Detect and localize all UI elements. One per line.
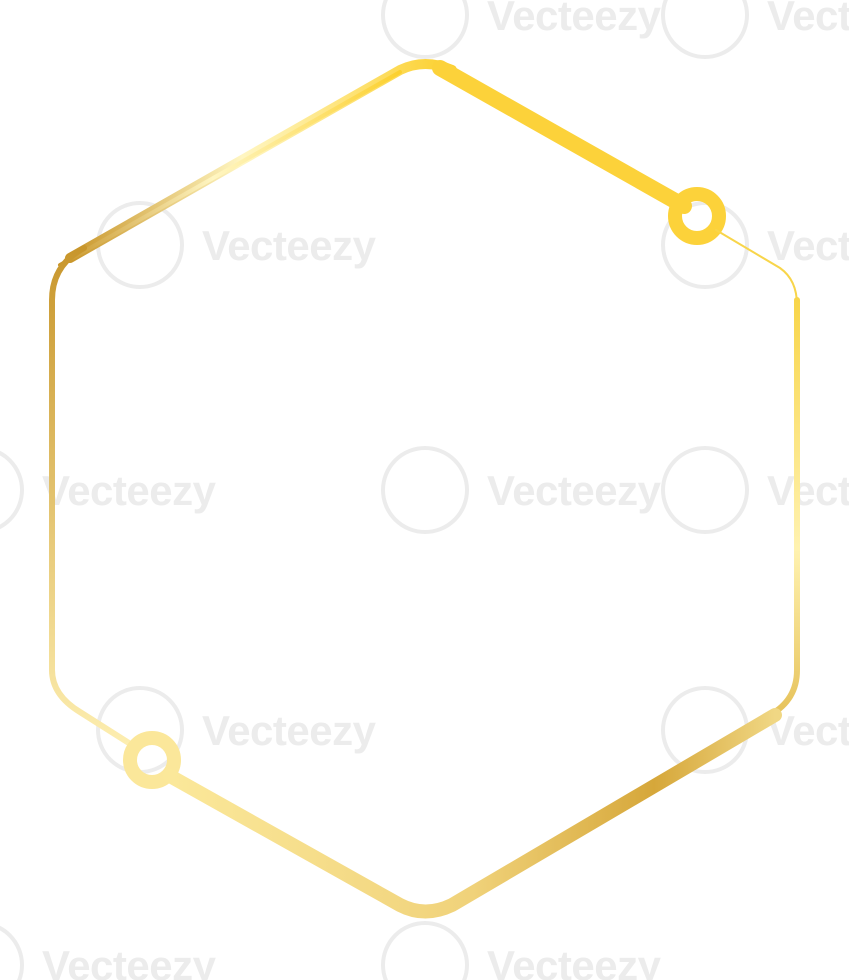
watermark-text: Vecteezy (42, 467, 217, 514)
watermark-logo-icon (661, 446, 749, 534)
watermark-stamp: Vecteezy (661, 0, 849, 59)
watermark-text: Vecteezy (42, 942, 217, 980)
watermark-stamp: Vecteezy (381, 446, 662, 534)
watermark-text: Vecteezy (487, 0, 662, 39)
watermark-stamp: Vecteezy (661, 201, 849, 289)
node-bottom-left-icon (123, 731, 181, 789)
frame-edge-top-right (432, 60, 692, 214)
watermark-logo-icon (381, 446, 469, 534)
watermark-logo-icon (0, 450, 24, 530)
watermark-text: Vecteezy (487, 467, 662, 514)
watermark-text: Vecteezy (767, 467, 849, 514)
watermark-logo-icon (381, 0, 469, 59)
watermark-stamp: Vecteezy (0, 925, 217, 980)
watermark-text: Vecteezy (202, 707, 377, 754)
watermark-stamp: Vecteezy (0, 450, 217, 530)
watermark-stamp: Vecteezy (96, 201, 377, 289)
watermark-text: Vecteezy (767, 222, 849, 269)
watermark-text: Vecteezy (767, 0, 849, 39)
watermark-logo-icon (0, 925, 24, 980)
frame-edge-top-left-thin (58, 70, 402, 267)
watermark-logo-icon (661, 0, 749, 59)
frame-edge-bottom (163, 708, 782, 919)
watermark-text: Vecteezy (487, 942, 662, 980)
watermark-stamp: Vecteezy (661, 446, 849, 534)
watermark-text: Vecteezy (202, 222, 377, 269)
watermark-stamp: Vecteezy (381, 0, 662, 59)
watermark-stamp: Vecteezy (96, 686, 377, 774)
node-top-right-icon (668, 187, 726, 245)
frame-edge-left (49, 245, 135, 748)
watermark-logo-icon (381, 921, 469, 980)
watermark-stamp: Vecteezy (381, 921, 662, 980)
